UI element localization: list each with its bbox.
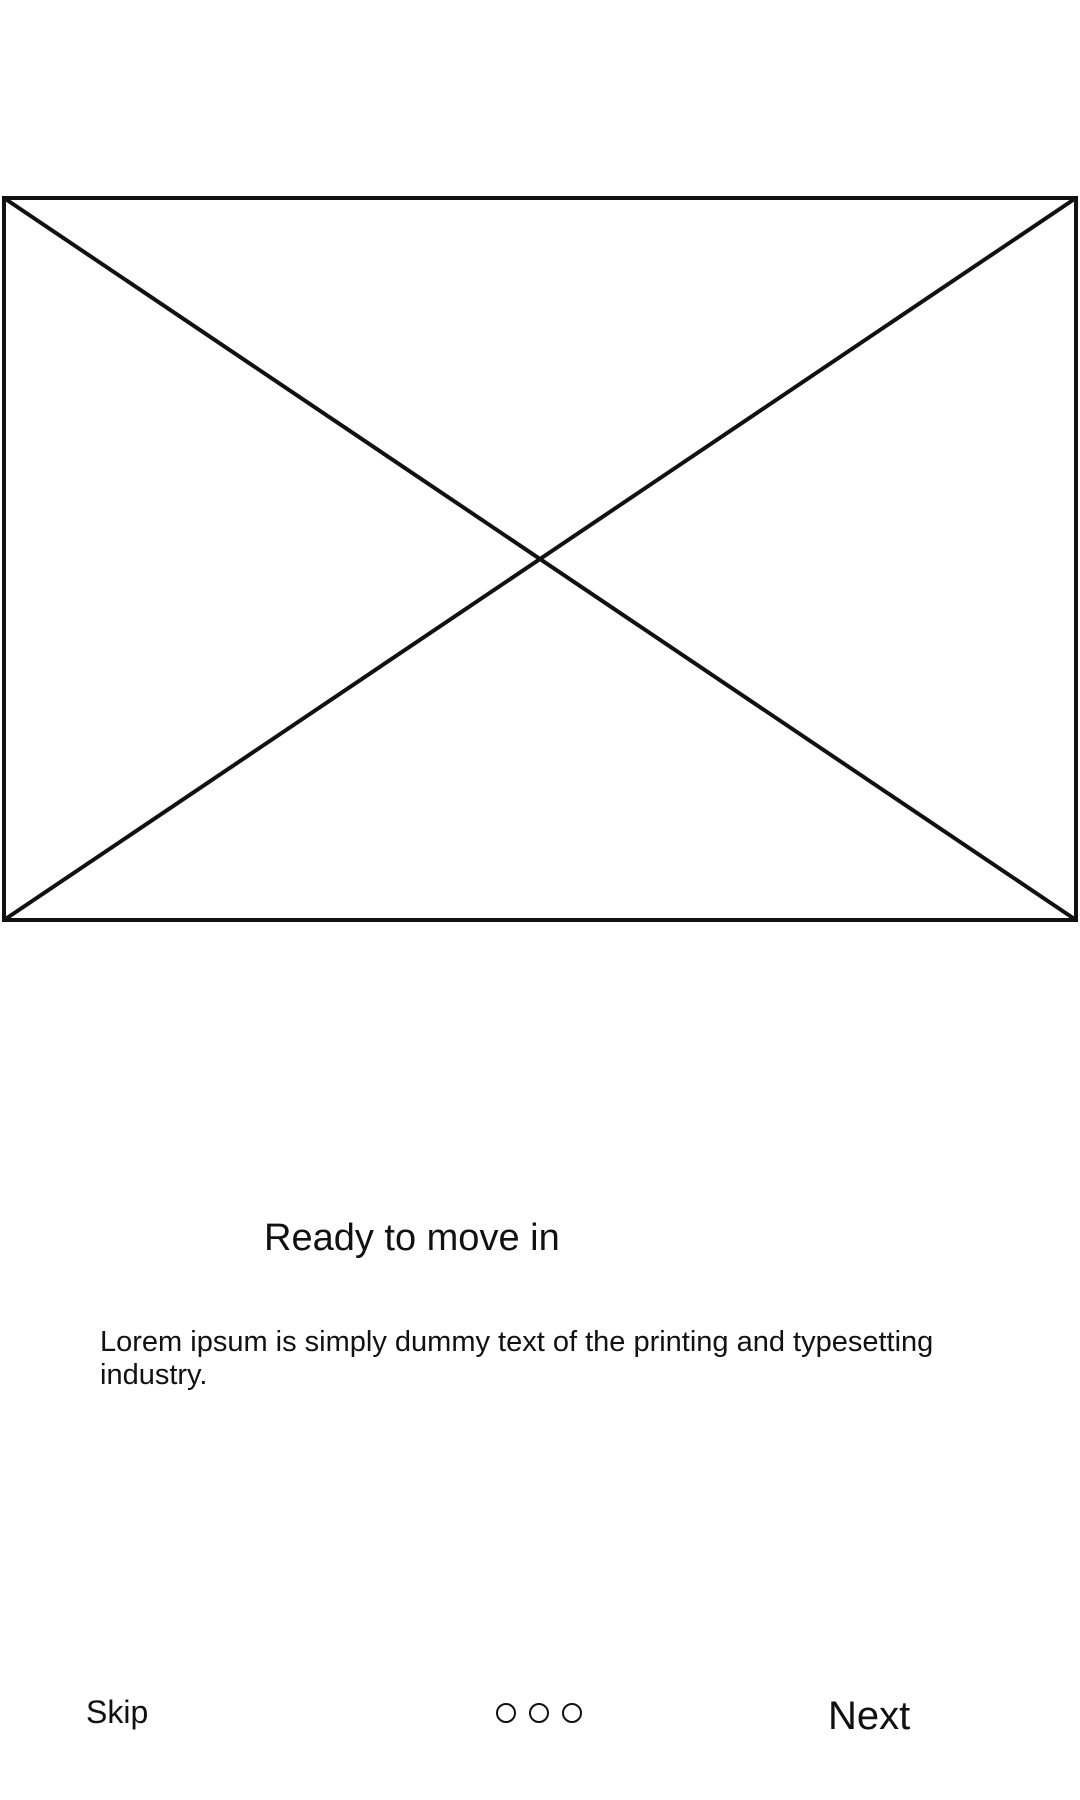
image-placeholder [2,196,1078,922]
page-dot-1[interactable] [496,1703,516,1723]
onboarding-title: Ready to move in [264,1217,560,1259]
onboarding-description: Lorem ipsum is simply dummy text of the … [100,1326,934,1391]
image-placeholder-icon [2,196,1078,922]
skip-button[interactable]: Skip [86,1694,149,1730]
next-button[interactable]: Next [828,1694,911,1738]
page-dot-2[interactable] [529,1703,549,1723]
page-dot-3[interactable] [562,1703,582,1723]
page-indicator [496,1703,582,1723]
